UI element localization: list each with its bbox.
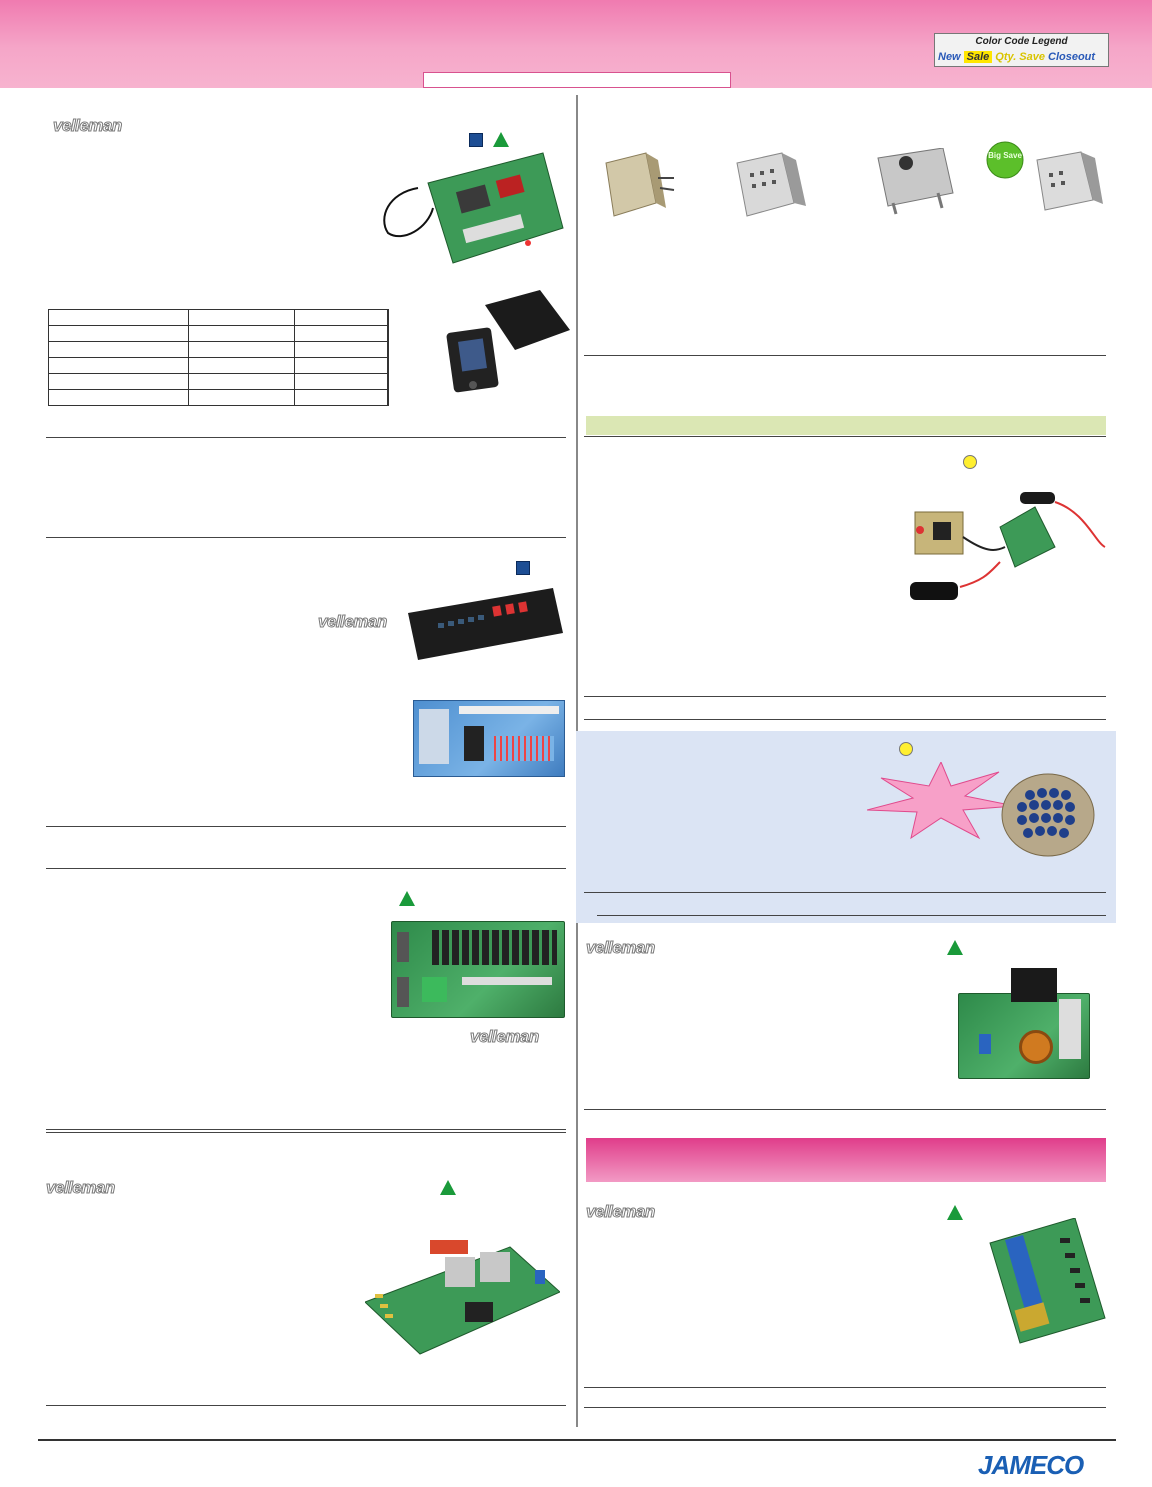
velleman-logo: velleman [318, 612, 388, 632]
category-header-pink [586, 1138, 1106, 1182]
led-array-image [1001, 773, 1095, 857]
color-code-legend: Color Code Legend New Sale Qty. Save Clo… [934, 33, 1109, 67]
velleman-logo: velleman [53, 116, 123, 136]
transmitter-box-image [446, 290, 570, 393]
kit-icon [493, 132, 509, 147]
keypad-image [408, 588, 563, 660]
power-board-image [365, 1240, 560, 1355]
big-save-label: Big Save [988, 151, 1022, 160]
velleman-logo: velleman [46, 1178, 116, 1198]
section-rule [46, 826, 566, 827]
spec-table [47, 309, 390, 406]
kit-icon [399, 891, 415, 906]
battery-kit-image [910, 492, 1106, 600]
sale-icon [963, 455, 977, 469]
section-rule [584, 1109, 1106, 1110]
section-rule [584, 436, 1106, 437]
kit-icon [440, 1180, 456, 1195]
interface-board-image [989, 1218, 1106, 1344]
connector-image-2 [736, 152, 806, 217]
legend-title: Color Code Legend [975, 36, 1068, 47]
legend-sale: Sale [963, 51, 993, 63]
header-title-bar [423, 72, 731, 88]
legend-qty-save: Qty. Save [995, 51, 1045, 63]
relay-board-image [413, 700, 565, 777]
section-rule [46, 1129, 566, 1130]
section-rule [46, 537, 566, 538]
section-rule [584, 1387, 1106, 1388]
section-rule [46, 437, 566, 438]
section-rule [584, 355, 1106, 356]
footer-rule [38, 1439, 1116, 1441]
section-rule [584, 1407, 1106, 1408]
connector-image-4 [1036, 151, 1103, 211]
new-item-icon [469, 133, 483, 147]
section-rule [597, 915, 1106, 916]
io-board-image [391, 921, 565, 1018]
legend-closeout: Closeout [1048, 51, 1096, 63]
dimmer-board-image [958, 968, 1090, 1079]
section-rule [46, 1405, 566, 1406]
receiver-board-image [383, 152, 564, 264]
velleman-logo: velleman [586, 938, 656, 958]
velleman-logo: velleman [470, 1027, 540, 1047]
kit-icon [947, 940, 963, 955]
section-rule [46, 868, 566, 869]
sale-icon [899, 742, 913, 756]
section-rule [584, 892, 1106, 893]
new-item-icon [516, 561, 530, 575]
section-rule [584, 719, 1106, 720]
section-rule [584, 696, 1106, 697]
starburst-icon [867, 762, 1015, 840]
category-band [586, 416, 1106, 435]
section-rule [46, 1132, 566, 1133]
connector-image-3 [877, 148, 954, 215]
connector-image-1 [605, 152, 675, 217]
velleman-logo: velleman [586, 1202, 656, 1222]
big-save-badge: Big Save [986, 141, 1024, 179]
kit-icon [947, 1205, 963, 1220]
jameco-logo-text: JAMECO [978, 1450, 1084, 1480]
jameco-logo: JAMECO [978, 1450, 1108, 1480]
legend-new: New [938, 51, 961, 63]
